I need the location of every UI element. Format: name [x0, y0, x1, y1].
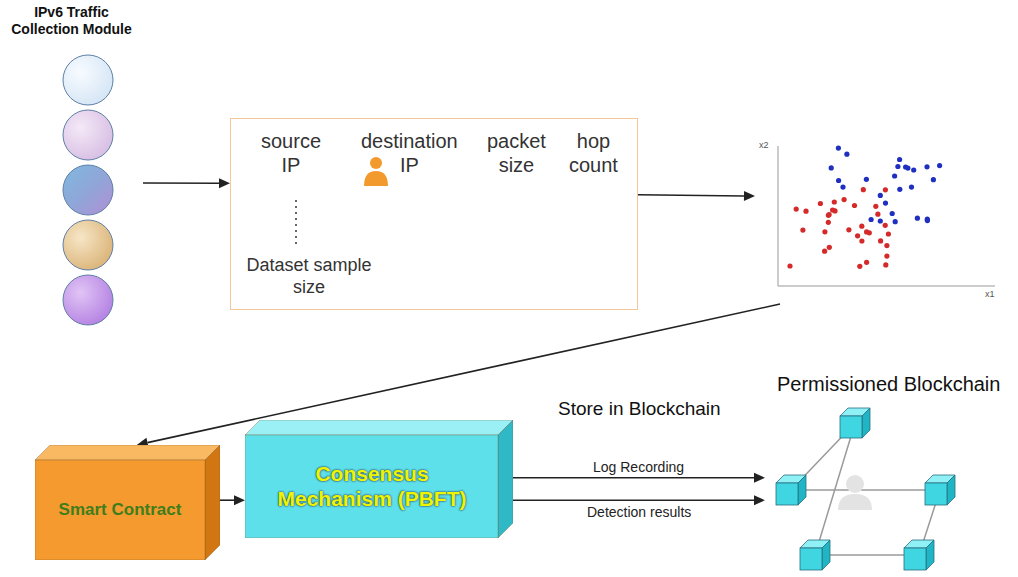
- node-text: x2: [759, 140, 769, 151]
- blockchain-network: Permissioned Blockchain: [765, 372, 1013, 572]
- arrow-connector: [143, 178, 230, 188]
- annotation-label: Store in Blockchain: [556, 398, 723, 420]
- node-text: source IP: [261, 129, 321, 177]
- node-text: packet size: [487, 129, 546, 177]
- collection-module: IPv6 Traffic Collection Module: [2, 2, 143, 327]
- arrow-connector: [137, 304, 780, 448]
- node-text: destination IP: [361, 129, 458, 177]
- arrow-connector: [638, 191, 755, 201]
- edge-label: Detection results: [585, 504, 693, 520]
- feature-box: source IP destination IP packet size hop co…: [230, 118, 638, 310]
- person-icon: [364, 157, 388, 186]
- person-icon: [838, 475, 872, 510]
- traffic-circles: [63, 55, 113, 325]
- block-cubes: [776, 408, 955, 570]
- node-text: Smart Contract: [45, 500, 195, 520]
- node-text: hop count: [569, 129, 618, 177]
- consensus-box: Consensus Mechanism (PBFT): [245, 420, 513, 538]
- arrow-connector: [220, 495, 245, 505]
- node-text: x1: [985, 289, 995, 300]
- node-text: IPv6 Traffic Collection Module: [4, 4, 139, 38]
- node-text: Dataset sample size: [233, 255, 385, 298]
- scatter-axes: [778, 146, 995, 286]
- scatter-plot: x2 x1: [755, 138, 1005, 304]
- node-text: Permissioned Blockchain: [777, 372, 1000, 396]
- edge-label: Log Recording: [591, 459, 686, 475]
- scatter-dots: [787, 146, 942, 269]
- smart-contract-box: Smart Contract: [35, 445, 220, 560]
- blockchain-ring: [791, 423, 940, 555]
- dotted-line: [295, 200, 297, 248]
- node-text: Consensus Mechanism (PBFT): [272, 461, 472, 511]
